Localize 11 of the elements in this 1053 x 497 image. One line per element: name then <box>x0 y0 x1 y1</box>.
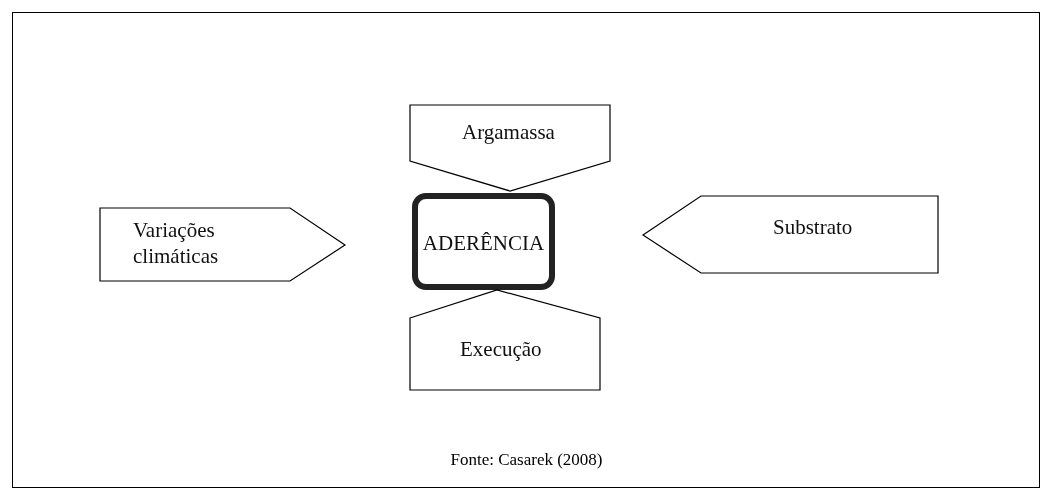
pentagon-arrow <box>410 105 610 191</box>
central-label: ADERÊNCIA <box>421 230 546 257</box>
pentagon-arrow <box>100 208 345 281</box>
caption: Fonte: Casarek (2008) <box>449 450 604 470</box>
pentagon-arrow <box>643 196 938 273</box>
factor-label: Substrato <box>773 214 854 241</box>
pentagon-arrow <box>410 290 600 390</box>
central-box <box>412 193 555 290</box>
factor-label: Variações climáticas <box>133 217 220 270</box>
factor-label: Argamassa <box>462 119 556 146</box>
factor-label: Execução <box>460 336 543 363</box>
